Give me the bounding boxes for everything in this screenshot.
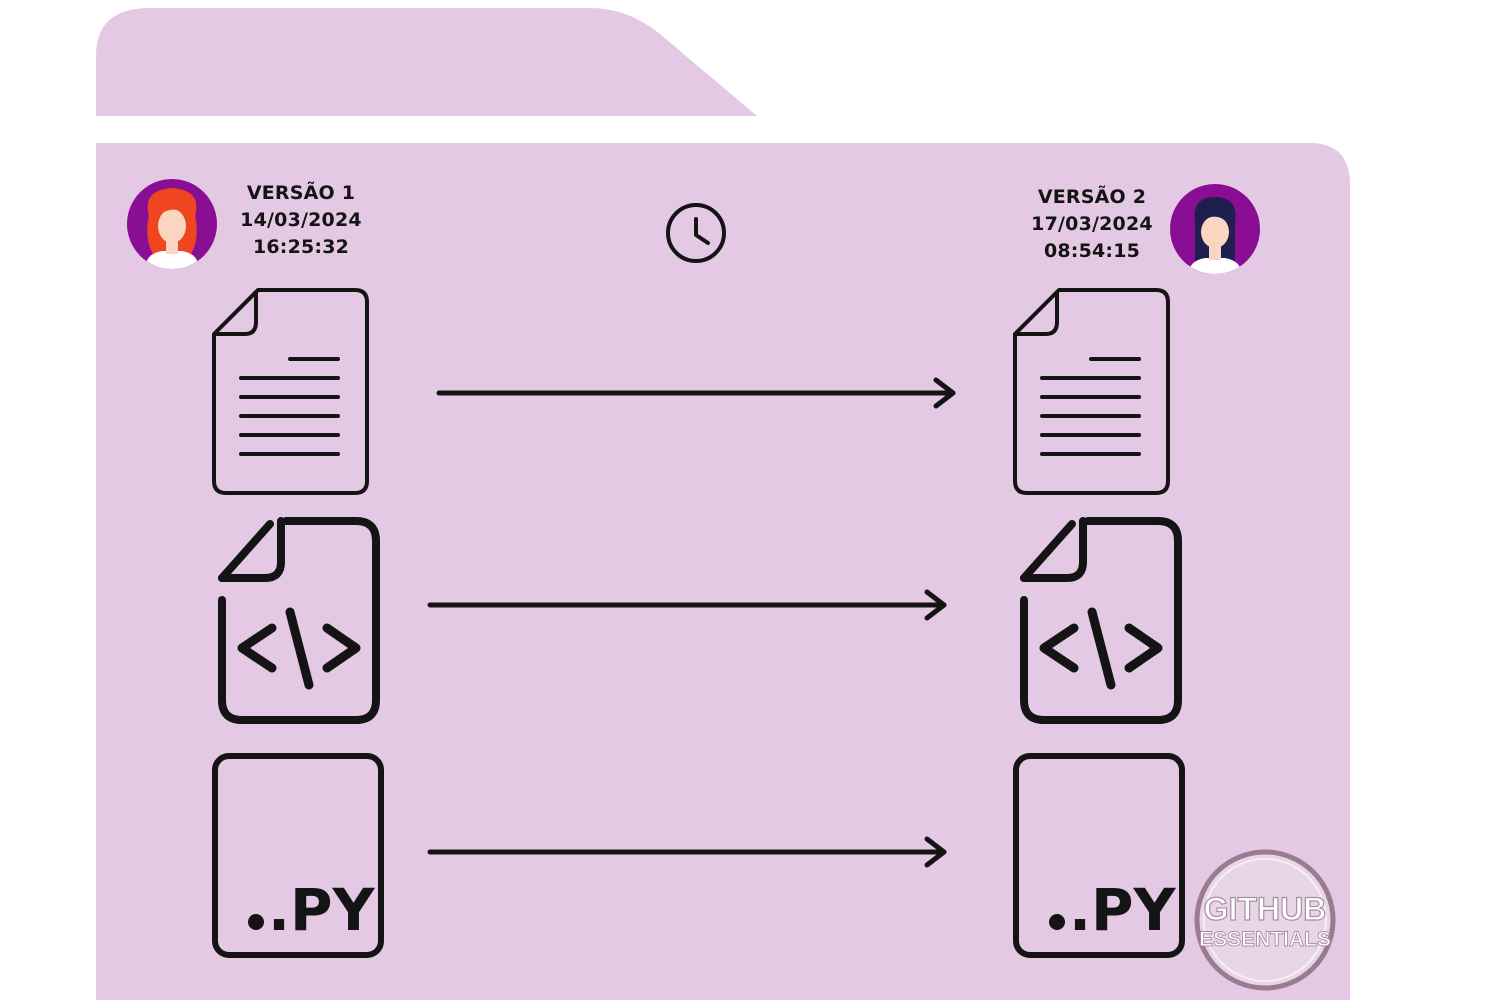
code-file-icon-version-2 <box>1020 517 1182 724</box>
version-2-label: VERSÃO 2 17/03/2024 08:54:15 <box>992 184 1192 265</box>
avatar-version-1 <box>127 179 217 269</box>
github-essentials-badge: GITHUB ESSENTIALS <box>1194 849 1336 991</box>
arrow-row-2 <box>427 589 947 621</box>
version-1-date: 14/03/2024 <box>240 209 362 231</box>
version-1-time: 16:25:32 <box>252 236 350 258</box>
python-extension-label-version-1: .PY <box>268 876 376 944</box>
folder-body <box>96 143 1350 1000</box>
badge-line-1: GITHUB <box>1204 891 1327 927</box>
python-file-icon-version-2: .PY <box>1013 753 1185 958</box>
code-file-icon-version-1 <box>218 517 380 724</box>
version-1-title: VERSÃO 1 <box>246 182 356 204</box>
python-file-icon-version-1: .PY <box>212 753 384 958</box>
version-2-time: 08:54:15 <box>1043 240 1141 262</box>
python-extension-label-version-2: .PY <box>1069 876 1177 944</box>
avatar-version-2 <box>1170 184 1260 274</box>
badge-line-2: ESSENTIALS <box>1199 928 1331 951</box>
arrow-row-1 <box>436 377 956 409</box>
version-2-title: VERSÃO 2 <box>1037 186 1147 208</box>
text-document-icon-version-1 <box>212 288 369 495</box>
text-document-icon-version-2 <box>1013 288 1170 495</box>
version-2-date: 17/03/2024 <box>1031 213 1153 235</box>
arrow-row-3 <box>427 836 947 868</box>
folder-tab <box>96 8 757 116</box>
version-1-label: VERSÃO 1 14/03/2024 16:25:32 <box>201 180 401 261</box>
clock-icon <box>666 203 726 263</box>
